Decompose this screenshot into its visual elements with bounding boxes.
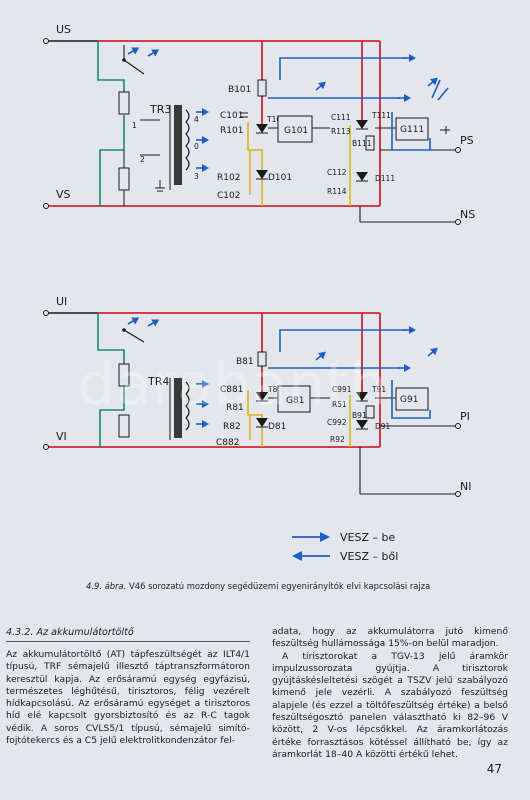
svg-text:R101: R101 bbox=[220, 126, 243, 136]
svg-text:C102: C102 bbox=[217, 191, 240, 201]
svg-text:R113: R113 bbox=[331, 127, 351, 136]
svg-text:R51: R51 bbox=[332, 400, 347, 409]
figure-label: 4.9. ábra. bbox=[86, 581, 127, 591]
svg-text:R102: R102 bbox=[217, 173, 240, 183]
svg-text:B111: B111 bbox=[352, 139, 372, 148]
paragraph: A tirisztorokat a TGV-13 jelű áramkör im… bbox=[272, 650, 508, 760]
svg-text:R92: R92 bbox=[330, 435, 345, 444]
svg-text:C111: C111 bbox=[331, 113, 351, 122]
svg-text:4: 4 bbox=[194, 115, 199, 124]
svg-text:B91: B91 bbox=[352, 411, 367, 420]
figure-caption: 4.9. ábra. V46 sorozatú mozdony segédüze… bbox=[86, 581, 506, 591]
svg-text:D91: D91 bbox=[375, 422, 391, 431]
label-ui: UI bbox=[56, 295, 67, 308]
label-vi: VI bbox=[56, 430, 67, 443]
bottom-circuit: TR4 B81 C881 R81 T81 R82 D81 C882 G81 bbox=[43, 295, 471, 497]
svg-text:C991: C991 bbox=[332, 385, 352, 394]
svg-text:C101: C101 bbox=[220, 111, 243, 121]
svg-text:3: 3 bbox=[194, 172, 199, 181]
label-ni: NI bbox=[460, 480, 471, 493]
svg-text:T111: T111 bbox=[371, 111, 391, 120]
svg-text:G81: G81 bbox=[286, 396, 304, 406]
svg-text:R81: R81 bbox=[226, 403, 244, 413]
svg-text:B81: B81 bbox=[236, 357, 254, 367]
circuit-diagram: 1 2 TR3 4 0 3 B101 C101 R101 bbox=[43, 23, 475, 563]
paragraph: adata, hogy az akkumulátorra jutó kimenő… bbox=[272, 626, 508, 650]
svg-text:D101: D101 bbox=[268, 173, 292, 183]
svg-text:T91: T91 bbox=[371, 385, 386, 394]
svg-text:D111: D111 bbox=[375, 174, 395, 183]
legend-in: VESZ – be bbox=[340, 531, 395, 544]
title-rule bbox=[6, 641, 250, 642]
svg-text:0: 0 bbox=[194, 142, 199, 151]
svg-text:C881: C881 bbox=[220, 385, 243, 395]
svg-text:G101: G101 bbox=[284, 126, 308, 136]
svg-text:G111: G111 bbox=[400, 125, 424, 135]
svg-text:C882: C882 bbox=[216, 438, 239, 448]
svg-text:C992: C992 bbox=[327, 418, 347, 427]
body-column-right: adata, hogy az akkumulátorra jutó kimenő… bbox=[272, 626, 508, 761]
svg-text:T101: T101 bbox=[266, 115, 286, 124]
svg-text:T81: T81 bbox=[267, 385, 282, 394]
body-column-left: Az akkumulátortöltő (AT) tápfeszültségét… bbox=[6, 649, 250, 747]
figure-caption-text: V46 sorozatú mozdony segédüzemi egyenirá… bbox=[129, 581, 431, 591]
label-ns: NS bbox=[460, 208, 475, 221]
svg-text:G91: G91 bbox=[400, 395, 418, 405]
diagram-legend: VESZ – be VESZ – ből bbox=[292, 531, 398, 563]
svg-text:R114: R114 bbox=[327, 187, 347, 196]
tap-2-top: 2 bbox=[140, 155, 145, 164]
label-ps: PS bbox=[460, 134, 474, 147]
svg-text:B101: B101 bbox=[228, 85, 251, 95]
top-circuit: 1 2 TR3 4 0 3 B101 C101 R101 bbox=[43, 23, 475, 225]
label-us: US bbox=[56, 23, 71, 36]
paragraph: Az akkumulátortöltő (AT) tápfeszültségét… bbox=[6, 649, 250, 747]
svg-text:R82: R82 bbox=[223, 422, 241, 432]
section-title: 4.3.2. Az akkumulátortöltő bbox=[6, 627, 134, 638]
page-number: 47 bbox=[486, 762, 502, 776]
label-tr3: TR3 bbox=[149, 103, 171, 116]
label-tr4: TR4 bbox=[147, 375, 169, 388]
legend-out: VESZ – ből bbox=[340, 550, 398, 563]
svg-text:1: 1 bbox=[132, 121, 137, 130]
svg-text:C112: C112 bbox=[327, 168, 347, 177]
svg-text:D81: D81 bbox=[268, 422, 286, 432]
label-pi: PI bbox=[460, 410, 470, 423]
label-vs: VS bbox=[56, 188, 71, 201]
